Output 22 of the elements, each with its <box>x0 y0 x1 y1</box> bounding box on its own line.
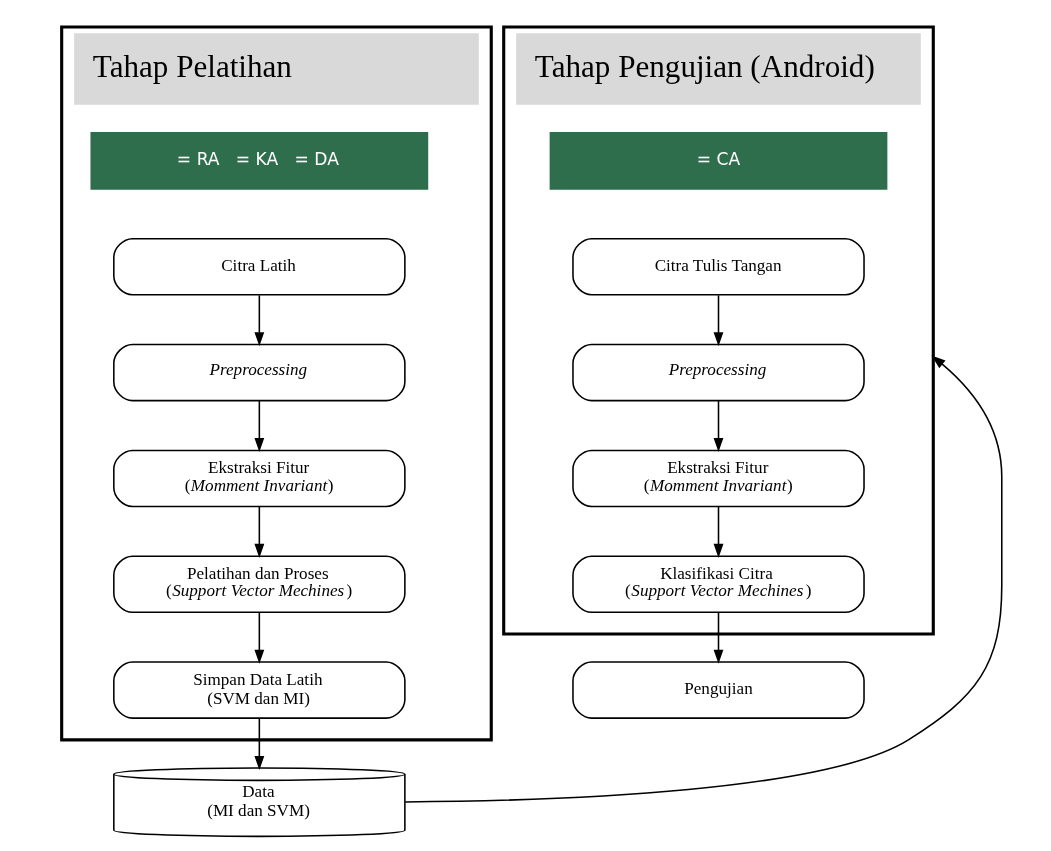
node-box: Citra Tulis Tangan <box>572 237 865 296</box>
arrow <box>254 294 265 347</box>
node-box: Pengujian <box>572 661 865 719</box>
node-box: = RA = KA = DA <box>90 132 429 190</box>
arrow <box>713 612 724 664</box>
arrow <box>713 400 724 453</box>
node-box: = CA <box>549 132 888 190</box>
node-box: Preprocessing <box>113 343 406 402</box>
node-box: Citra Latih <box>113 237 406 296</box>
node-box: Simpan Data Latih (SVM dan MI) <box>113 661 406 719</box>
arrow <box>254 506 265 558</box>
arrow <box>254 612 265 664</box>
arrow <box>713 506 724 558</box>
node-box: Pelatihan dan Proses (Support Vector Mechines) <box>113 555 406 614</box>
node-box: Preprocessing <box>572 343 865 402</box>
node-box: Ekstraksi Fitur (Momment Invariant) <box>572 449 865 508</box>
node-box: Klasifikasi Citra (Support Vector Mechines) <box>572 555 865 614</box>
arrow <box>713 294 724 347</box>
arrow <box>254 717 265 771</box>
arrow <box>404 355 1003 803</box>
arrow <box>254 400 265 453</box>
node-box: Ekstraksi Fitur (Momment Invariant) <box>113 449 406 508</box>
